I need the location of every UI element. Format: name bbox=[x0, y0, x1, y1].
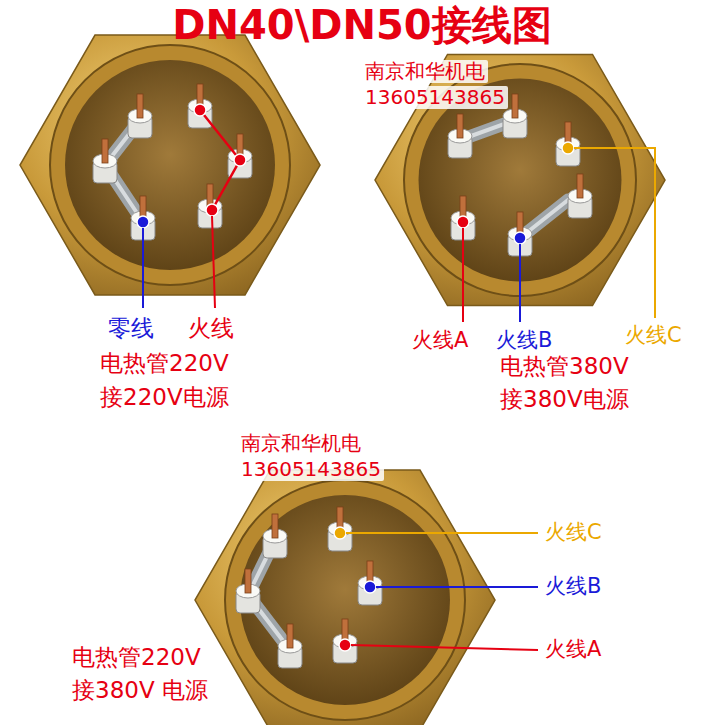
title: DN40\DN50接线图 bbox=[172, 2, 551, 48]
leader-line bbox=[212, 216, 215, 308]
terminal bbox=[333, 619, 357, 663]
leader-line bbox=[346, 532, 538, 534]
leader-line bbox=[462, 228, 464, 322]
leader-line bbox=[142, 228, 144, 308]
watermark: 南京和华机电 bbox=[362, 60, 488, 83]
spec-label: 电热管380V bbox=[500, 353, 629, 379]
wire-label: 火线C bbox=[625, 323, 682, 347]
wire-label: 火线B bbox=[496, 328, 552, 352]
terminal-dot bbox=[234, 154, 246, 166]
spec-label: 电热管220V bbox=[72, 644, 201, 670]
phone-watermark: 13605143865 bbox=[362, 86, 508, 109]
brass-flange bbox=[20, 35, 320, 295]
terminal bbox=[236, 569, 260, 613]
leader-line bbox=[351, 645, 538, 650]
terminal bbox=[448, 114, 472, 158]
spec-label: 电热管220V bbox=[100, 350, 229, 376]
terminal bbox=[556, 122, 580, 166]
terminal-dot bbox=[457, 216, 469, 228]
spec-label: 接220V电源 bbox=[100, 384, 229, 410]
terminal-dot bbox=[339, 639, 351, 651]
leader-line bbox=[519, 244, 521, 322]
terminal bbox=[263, 514, 287, 558]
spec-label: 接380V电源 bbox=[500, 386, 629, 412]
terminal bbox=[358, 561, 382, 605]
terminal-dot bbox=[514, 232, 526, 244]
terminal bbox=[568, 174, 592, 218]
wire-label: 火线 bbox=[188, 315, 234, 341]
terminal-dot bbox=[206, 204, 218, 216]
terminal bbox=[93, 139, 117, 183]
terminal-dot bbox=[364, 581, 376, 593]
watermark: 南京和华机电 bbox=[238, 432, 364, 455]
terminal-dot bbox=[194, 104, 206, 116]
terminal bbox=[128, 94, 152, 138]
wire-label: 火线A bbox=[412, 328, 468, 352]
leader-line bbox=[574, 148, 655, 318]
leader-line bbox=[376, 586, 538, 588]
terminal bbox=[328, 507, 352, 551]
wire-label: 火线A bbox=[545, 637, 601, 661]
spec-label: 接380V 电源 bbox=[72, 677, 208, 703]
terminal bbox=[228, 134, 252, 178]
phone-watermark: 13605143865 bbox=[238, 458, 384, 481]
brass-flange bbox=[195, 470, 495, 725]
wire-label: 火线B bbox=[545, 574, 601, 598]
terminal-dot bbox=[137, 216, 149, 228]
wire-label: 火线C bbox=[545, 520, 602, 544]
terminal bbox=[198, 184, 222, 228]
terminal bbox=[278, 624, 302, 668]
terminal-dot bbox=[562, 142, 574, 154]
terminal-dot bbox=[334, 527, 346, 539]
wire-label: 零线 bbox=[108, 315, 154, 341]
